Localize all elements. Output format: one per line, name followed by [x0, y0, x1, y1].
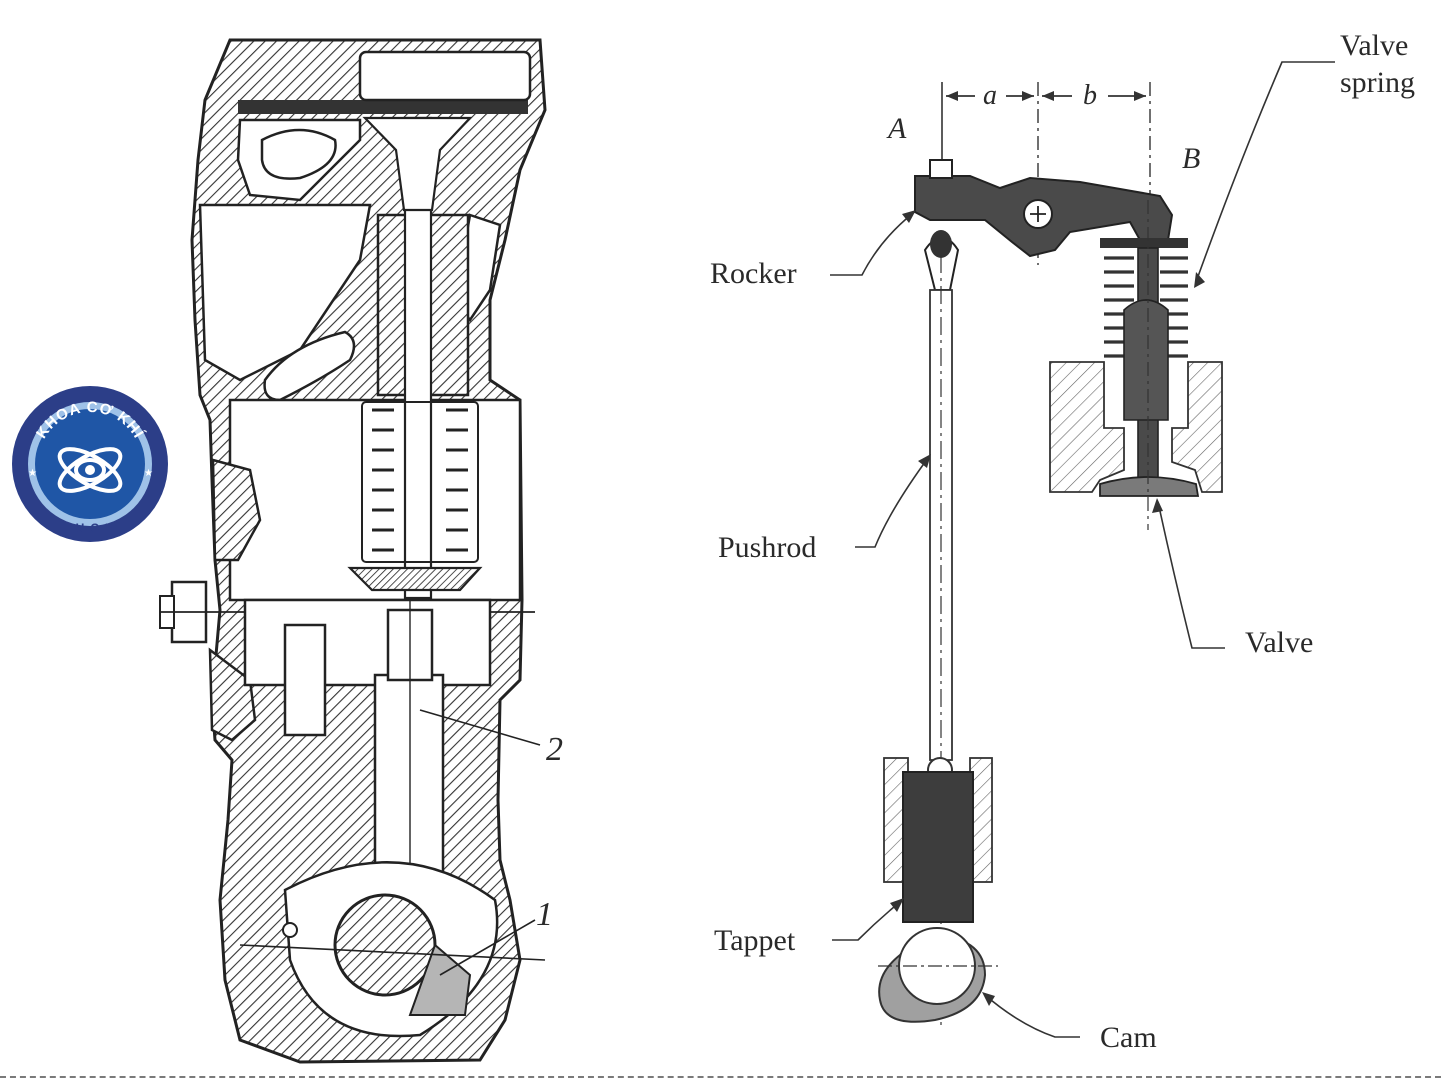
logo-star-left-icon: ★ [28, 468, 37, 479]
lower-chamber [245, 600, 490, 685]
logo-bottom-text: HUCE [61, 521, 119, 535]
valve-guide-right [1124, 300, 1168, 420]
arrow-valve [1152, 498, 1163, 513]
bottom-dashed-border [0, 1076, 1441, 1078]
point-label-a: A [886, 112, 907, 145]
spring-retainer-cap [1100, 238, 1188, 248]
valve-head-right [1100, 477, 1198, 496]
label-cam: Cam [1100, 1021, 1157, 1054]
atom-nucleus-icon [85, 465, 95, 475]
label-pushrod: Pushrod [718, 531, 816, 564]
label-tappet: Tappet [714, 924, 796, 957]
arrow-tappet [890, 898, 904, 912]
pivot-pin [283, 923, 297, 937]
leader-valve [1158, 502, 1225, 648]
camshaft [335, 895, 435, 995]
label-valve: Valve [1245, 626, 1313, 659]
small-block [285, 625, 325, 735]
arrow-cam [982, 992, 995, 1006]
dim-label-a: a [983, 80, 997, 111]
spring-retainer [350, 568, 480, 590]
point-label-b: B [1182, 142, 1200, 175]
valve-train-cross-section: 2 1 [160, 40, 563, 1062]
leader-valve-spring [1196, 62, 1335, 282]
label-part-1: 1 [536, 896, 553, 933]
adjusting-screw [930, 160, 952, 178]
leader-pushrod [855, 458, 928, 547]
label-rocker: Rocker [710, 257, 797, 290]
faculty-logo: KHOA CƠ KHÍ HUCE ★ ★ [10, 384, 170, 544]
label-valve-spring-line2: spring [1340, 66, 1415, 99]
pushrod-ball [930, 230, 952, 258]
label-part-2: 2 [546, 731, 563, 768]
label-valve-spring-line1: Valve [1340, 29, 1408, 62]
valve-train-schematic: a b A B Val [710, 29, 1415, 1054]
leader-rocker [830, 214, 912, 275]
arrow-pushrod [918, 454, 931, 468]
tappet [903, 772, 973, 922]
head-top-plate [238, 100, 528, 114]
tappet-body [375, 675, 443, 875]
leader-cam [985, 995, 1080, 1037]
head-top-block [360, 52, 530, 100]
cylinder-head-right [1050, 362, 1124, 492]
dim-label-b: b [1083, 80, 1097, 111]
logo-star-right-icon: ★ [144, 468, 153, 479]
cylinder-head-right-r [1172, 362, 1222, 492]
leader-tappet [832, 902, 900, 940]
